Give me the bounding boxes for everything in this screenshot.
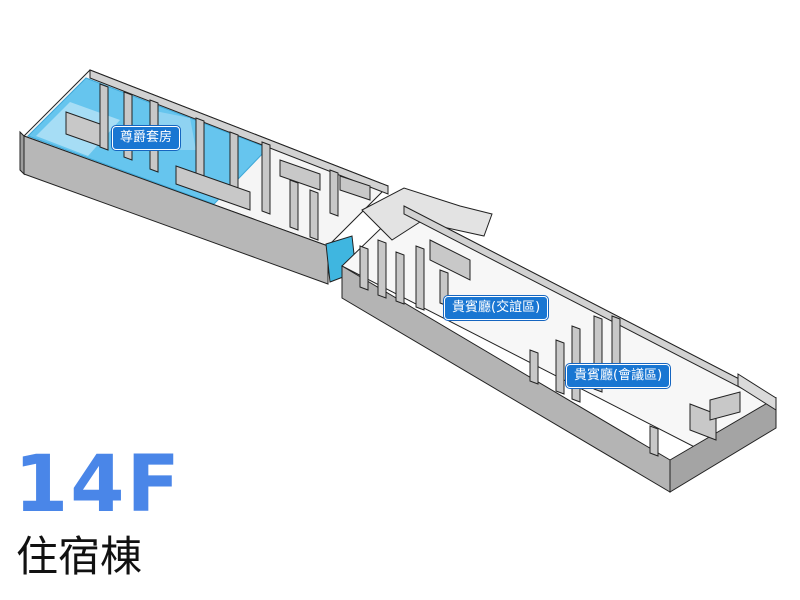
- left-wing-partitions: [65, 83, 371, 241]
- room-label-suite[interactable]: 尊爵套房: [112, 126, 181, 150]
- right-wing-upper-block: [361, 187, 493, 241]
- left-wing-back-wall: [89, 69, 389, 195]
- right-wing-end-wall: [669, 397, 777, 493]
- room-label-vip-meeting[interactable]: 貴賓廳(會議區): [566, 364, 671, 388]
- building-name: 住宿棟: [16, 532, 143, 581]
- left-wing-end-wall: [19, 130, 25, 176]
- room-label-vip-social[interactable]: 貴賓廳(交誼區): [444, 296, 549, 320]
- floor-number: 14F: [14, 440, 182, 530]
- right-wing-end-tower: [737, 373, 777, 411]
